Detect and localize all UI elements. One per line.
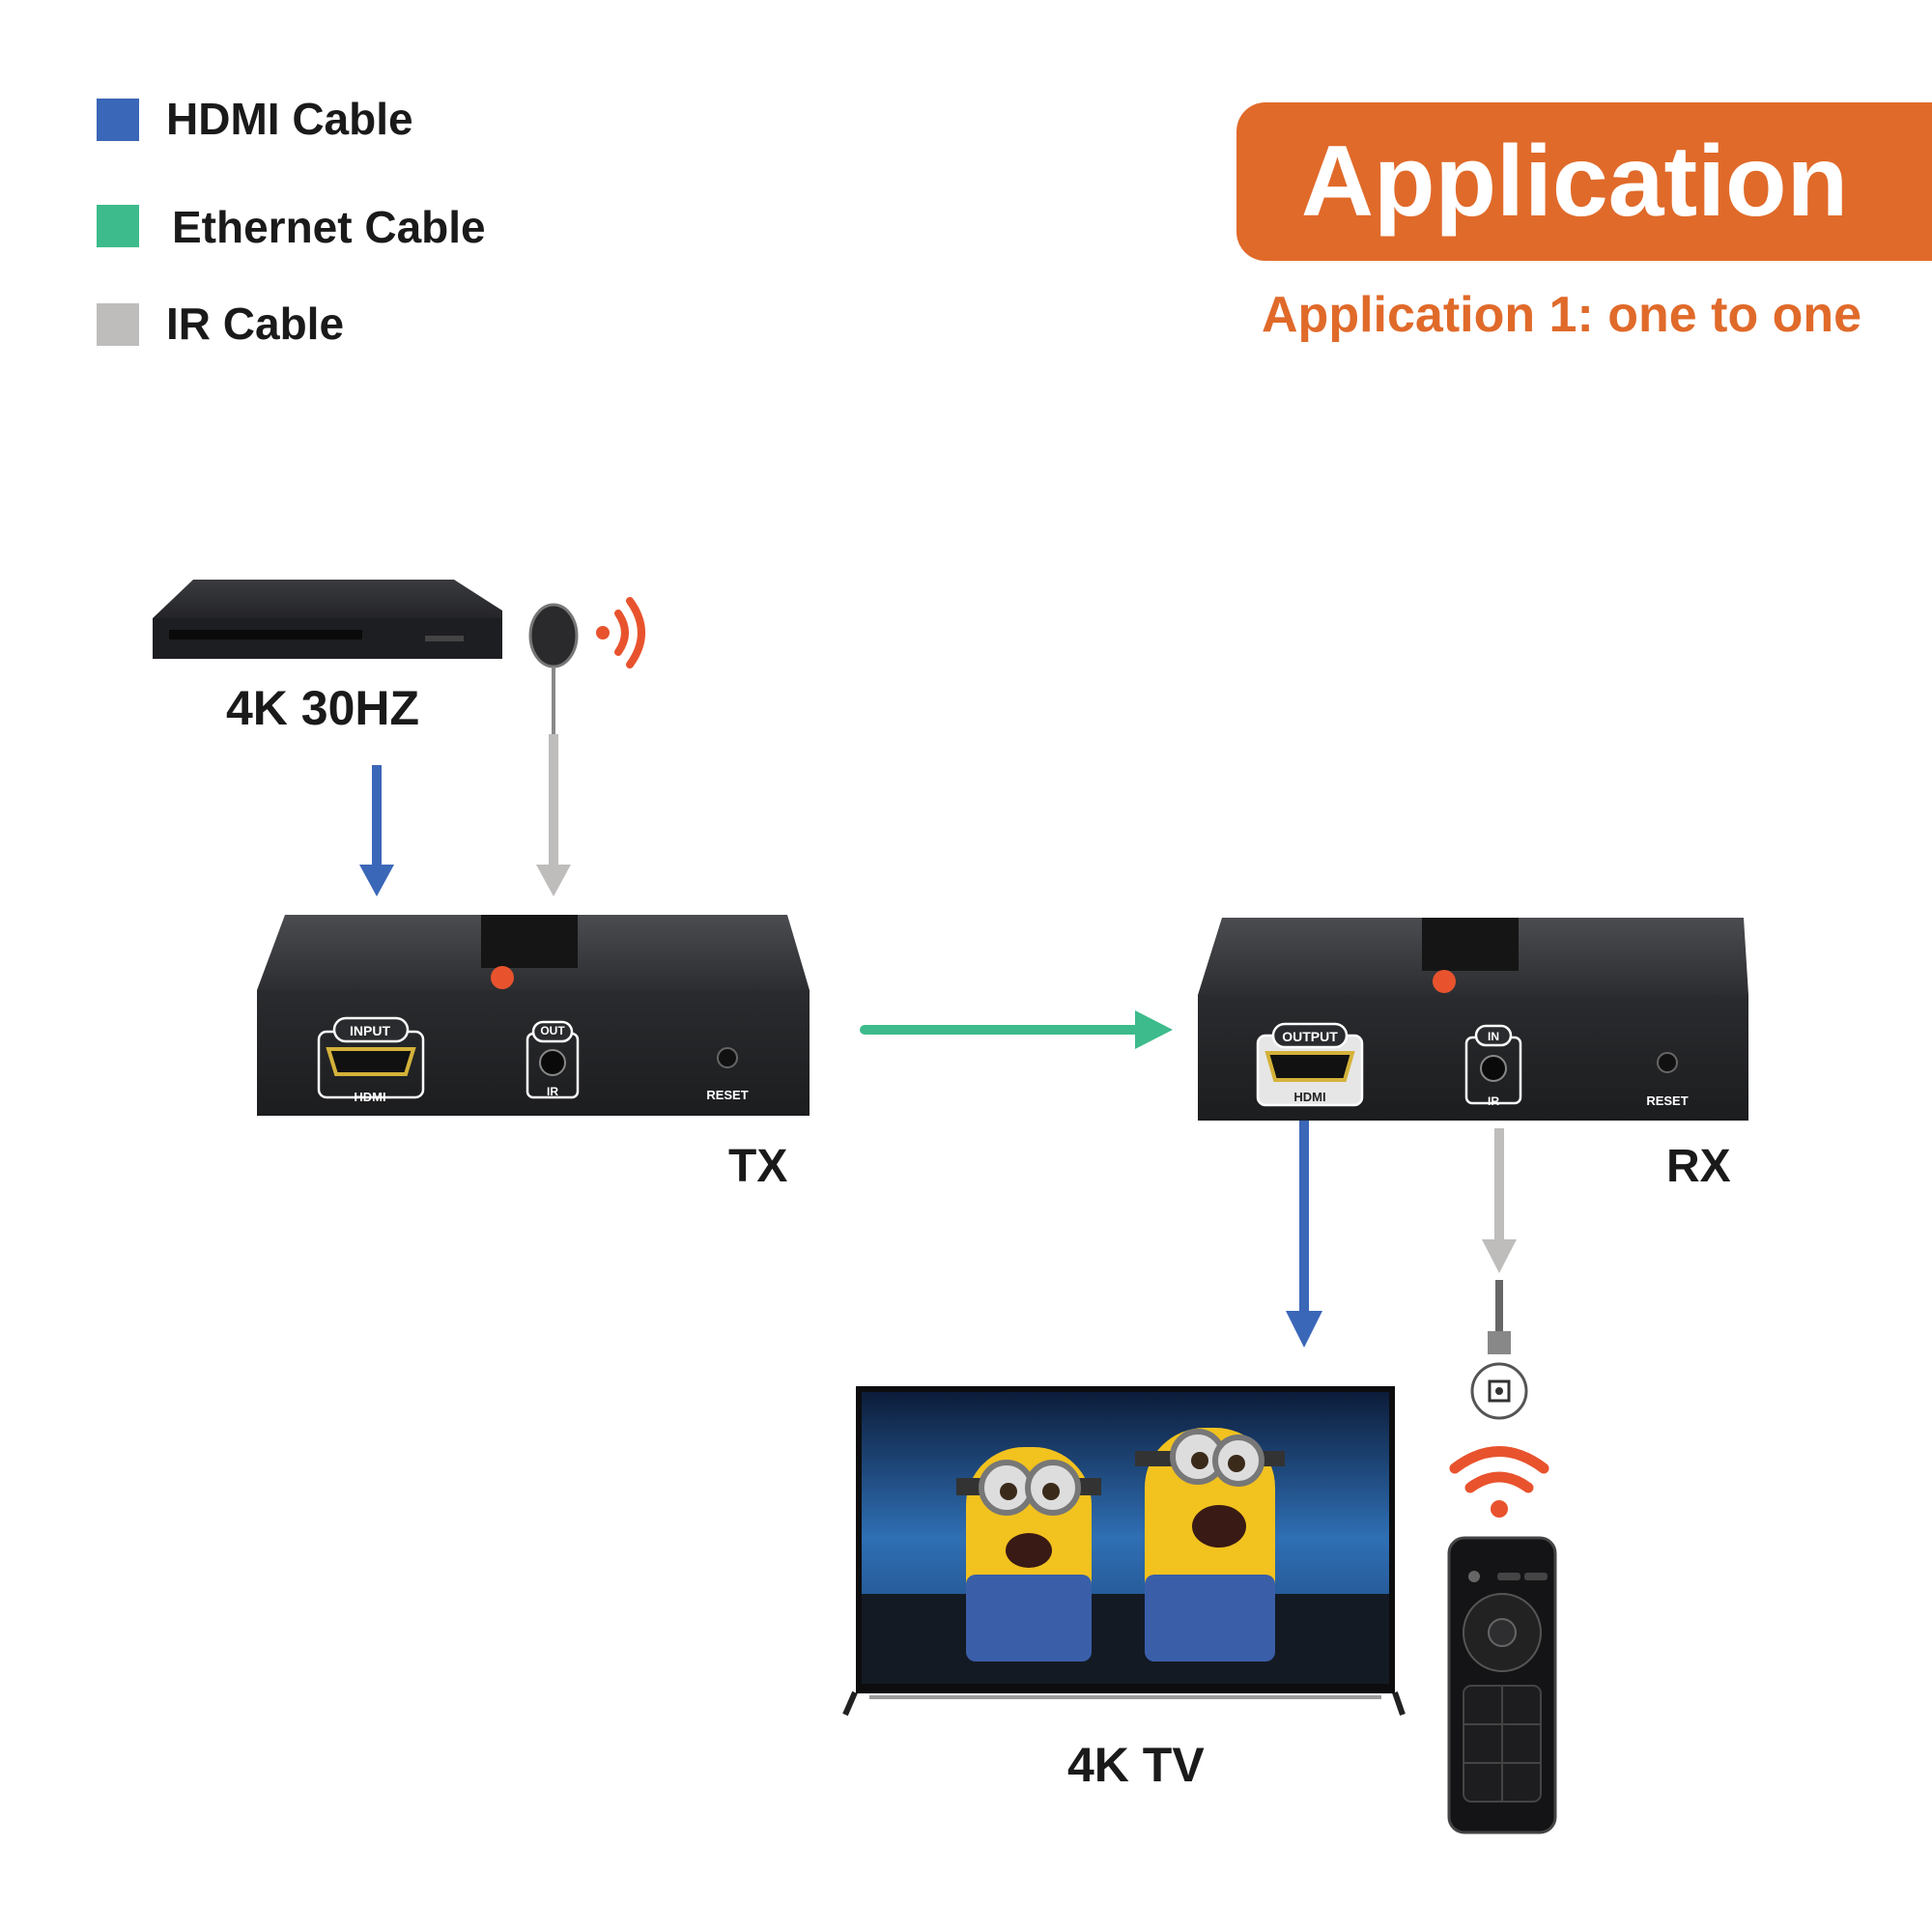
ir-signal-icon [1449, 1446, 1549, 1518]
legend-label-ethernet: Ethernet Cable [172, 202, 486, 252]
tx-reset-label: RESET [706, 1088, 748, 1102]
ir-receiver-icon [1470, 1280, 1528, 1420]
rx-label: RX [1666, 1141, 1731, 1192]
banner-title: Application [1300, 126, 1849, 238]
rx-output-tag: OUTPUT [1282, 1029, 1338, 1044]
ir-emitter-icon [528, 597, 645, 734]
ir-arrow-emitter-to-tx [536, 734, 571, 896]
tx-input-tag: INPUT [350, 1023, 390, 1038]
legend-label-hdmi: HDMI Cable [166, 94, 413, 144]
bluray-player-icon [153, 580, 502, 659]
tx-ir-label: IR [547, 1085, 558, 1098]
legend-swatch-ethernet [97, 205, 139, 247]
hdmi-arrow-rx-to-tv [1286, 1119, 1322, 1348]
tx-extender-box [257, 915, 810, 1116]
ethernet-arrow-tx-to-rx [860, 1010, 1173, 1049]
rx-ir-label: IR [1488, 1094, 1499, 1108]
source-label: 4K 30HZ [226, 681, 420, 735]
rx-reset-label: RESET [1646, 1094, 1688, 1108]
tx-label: TX [728, 1141, 788, 1192]
legend-swatch-ir [97, 303, 139, 346]
legend-label-ir: IR Cable [166, 298, 345, 349]
rx-hdmi-label: HDMI [1293, 1090, 1325, 1104]
tv-label: 4K TV [1067, 1738, 1205, 1792]
tx-ir-tag: OUT [540, 1024, 565, 1037]
rx-extender-box [1198, 918, 1748, 1121]
tv-icon [842, 1386, 1406, 1717]
hdmi-arrow-source-to-tx [359, 765, 394, 896]
tx-hdmi-label: HDMI [354, 1090, 385, 1104]
legend-swatch-hdmi [97, 99, 139, 141]
rx-ir-tag: IN [1488, 1030, 1499, 1043]
remote-control-icon [1447, 1536, 1557, 1834]
application-banner [1236, 102, 1932, 261]
ir-arrow-rx-to-receiver [1482, 1128, 1517, 1273]
application-subtitle: Application 1: one to one [1262, 287, 1862, 343]
